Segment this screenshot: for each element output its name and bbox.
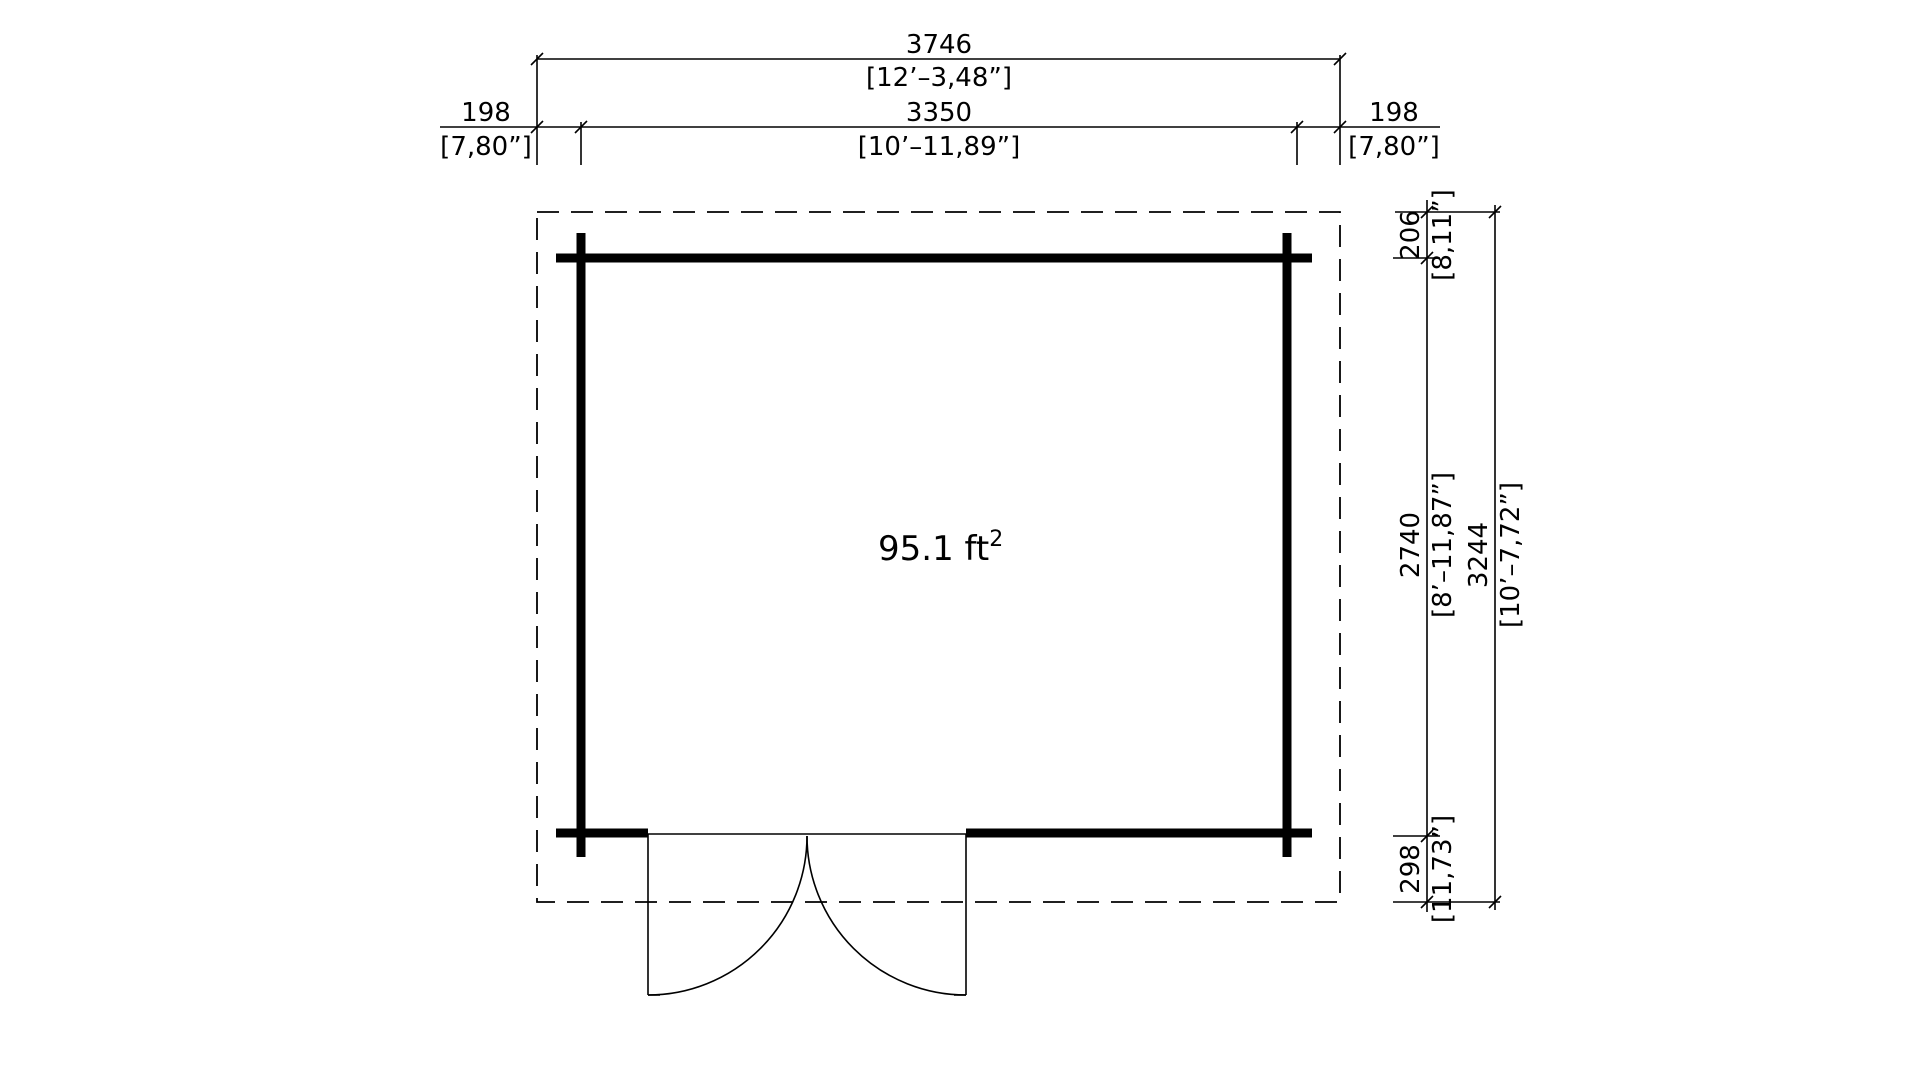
- right-overhang-in: [7,80”]: [1348, 132, 1440, 162]
- floor-area-label: 95.1 ft2: [878, 527, 1003, 569]
- overall-width-arrow-left: [530, 52, 544, 66]
- overall-width-mm: 3746: [906, 30, 972, 60]
- seg-arrow-4: [1333, 120, 1347, 134]
- depth-arrow-6: [1488, 895, 1502, 909]
- right-dimensions: 206 [8,11”] 2740 [8’–11,87”] 3244 [10’–7…: [1393, 189, 1526, 923]
- door-swing-arc-right: [806, 835, 967, 996]
- depth-arrow-5: [1488, 205, 1502, 219]
- depth-arrow-2: [1420, 251, 1434, 265]
- left-overhang-in: [7,80”]: [440, 132, 532, 162]
- inner-width-ft: [10’–11,89”]: [858, 132, 1021, 162]
- top-dimensions: 3746 [12’–3,48”] 198 [7,80”] 3350 [10’–1…: [440, 30, 1440, 165]
- seg-arrow-2: [574, 120, 588, 134]
- seg-arrow-3: [1290, 120, 1304, 134]
- overall-width-arrow-right: [1333, 52, 1347, 66]
- seg-arrow-1: [530, 120, 544, 134]
- inner-depth-ft: [8’–11,87”]: [1428, 472, 1458, 618]
- overall-depth-mm: 3244: [1464, 522, 1494, 588]
- floor-area-value: 95.1 ft: [878, 529, 989, 569]
- bottom-overhang-in: [11,73”]: [1428, 815, 1458, 923]
- double-door: [647, 833, 967, 996]
- top-overhang-mm: 206: [1396, 210, 1426, 260]
- floor-area-unit-superscript: 2: [989, 527, 1003, 552]
- top-overhang-in: [8,11”]: [1428, 189, 1458, 281]
- walls: [556, 233, 1312, 857]
- door-swing-arc-left: [647, 835, 808, 996]
- depth-arrow-4: [1420, 895, 1434, 909]
- overall-width-ft: [12’–3,48”]: [866, 63, 1012, 93]
- right-overhang-mm: 198: [1369, 98, 1419, 128]
- bottom-overhang-mm: 298: [1396, 844, 1426, 894]
- depth-arrow-3: [1420, 829, 1434, 843]
- overall-depth-ft: [10’–7,72”]: [1496, 482, 1526, 628]
- left-overhang-mm: 198: [461, 98, 511, 128]
- inner-depth-mm: 2740: [1396, 512, 1426, 578]
- depth-arrow-1: [1420, 205, 1434, 219]
- inner-width-mm: 3350: [906, 98, 972, 128]
